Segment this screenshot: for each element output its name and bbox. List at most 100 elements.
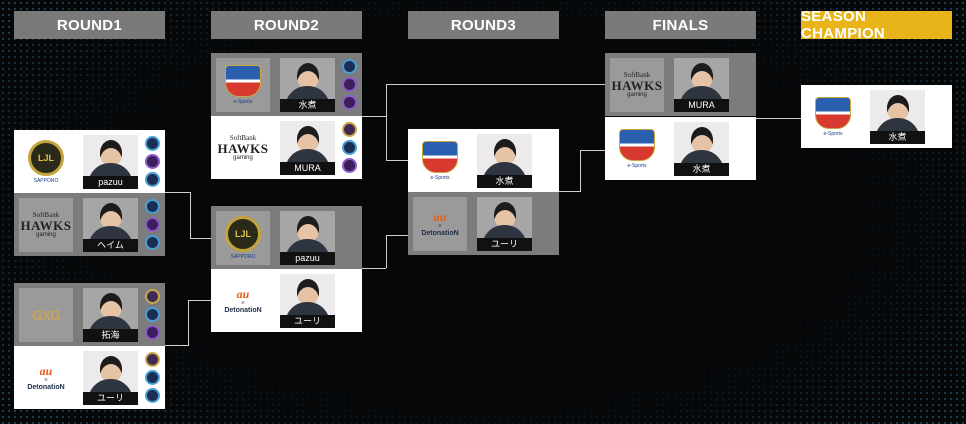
bracket-line (580, 150, 581, 192)
player-name: 水煮 (477, 174, 532, 188)
player-name: MURA (280, 161, 335, 175)
bracket-line (386, 160, 408, 161)
champion-icon (145, 307, 160, 322)
team-logo-yokohama: e-Sports (806, 89, 860, 144)
bracket-line (755, 118, 801, 119)
player-name: pazuu (83, 175, 138, 189)
match-card-round2-3[interactable]: LJL SAPPORO pazuu (211, 206, 362, 269)
bracket-line (386, 235, 387, 268)
team-logo-softbank-hawks: SoftBank HAWKS gaming (610, 57, 664, 112)
header-season-champion: SEASON CHAMPION (801, 8, 952, 42)
player-photo: ユーリ (83, 350, 138, 405)
team-logo-detonation: au × DetonatioN (216, 273, 270, 328)
team-logo-detonation: au × DetonatioN (413, 196, 467, 251)
team-logo-yokohama: e-Sports (216, 57, 270, 112)
match-card-round1-1[interactable]: LJL SAPPORO pazuu (14, 130, 165, 193)
champion-icon (145, 199, 160, 214)
player-head (887, 94, 909, 121)
champion-icon (145, 370, 160, 385)
header-round2: ROUND2 (211, 11, 362, 39)
match-card-round2-1[interactable]: e-Sports 水煮 (211, 53, 362, 116)
player-head (691, 126, 713, 153)
match-card-finals-1[interactable]: SoftBank HAWKS gaming MURA (605, 53, 756, 116)
team-logo-softbank-hawks: SoftBank HAWKS gaming (19, 197, 73, 252)
bracket-line (362, 116, 386, 117)
team-logo-ljl-sapporo: LJL SAPPORO (216, 210, 270, 265)
champion-icons (145, 136, 160, 187)
player-name: ユーリ (83, 391, 138, 405)
champion-icon (145, 352, 160, 367)
champion-icon (342, 122, 357, 137)
bracket-line (386, 84, 605, 85)
player-name: MURA (674, 98, 729, 112)
player-photo: ユーリ (280, 273, 335, 328)
team-logo-softbank-hawks: SoftBank HAWKS gaming (216, 120, 270, 175)
match-card-finals-2[interactable]: e-Sports 水煮 (605, 117, 756, 180)
match-card-round2-2[interactable]: SoftBank HAWKS gaming MURA (211, 116, 362, 179)
player-photo: pazuu (83, 134, 138, 189)
player-name: 水煮 (280, 98, 335, 112)
champion-icon (342, 95, 357, 110)
player-name: 水煮 (674, 162, 729, 176)
team-logo-ljl-sapporo: LJL SAPPORO (19, 134, 73, 189)
player-head (297, 125, 319, 152)
player-name: 水煮 (870, 130, 925, 144)
bracket-line (165, 345, 188, 346)
match-card-round3-2[interactable]: au × DetonatioN ユーリ (408, 192, 559, 255)
team-logo-detonation: au × DetonatioN (19, 350, 73, 405)
crest-icon (422, 140, 458, 173)
laurel-icon: LJL (28, 139, 64, 176)
player-head (494, 138, 516, 165)
player-name: ヘイム (83, 238, 138, 252)
bracket-line (386, 235, 408, 236)
champion-icon (342, 140, 357, 155)
bracket-line (558, 191, 580, 192)
match-card-round1-2[interactable]: SoftBank HAWKS gaming ヘイム (14, 193, 165, 256)
champion-icon (342, 158, 357, 173)
player-photo: 水煮 (280, 57, 335, 112)
bracket-line (362, 268, 386, 269)
champion-icon (145, 235, 160, 250)
match-card-round3-1[interactable]: e-Sports 水煮 (408, 129, 559, 192)
match-card-round2-4[interactable]: au × DetonatioN ユーリ (211, 269, 362, 332)
player-name: ユーリ (280, 314, 335, 328)
bracket-line (580, 150, 605, 151)
player-photo: 拓海 (83, 287, 138, 342)
champion-icons (342, 122, 357, 173)
champion-icons (342, 59, 357, 110)
player-head (494, 201, 516, 228)
champion-icon (145, 172, 160, 187)
champion-icon (342, 77, 357, 92)
team-logo-yokohama: e-Sports (610, 121, 664, 176)
player-head (297, 215, 319, 242)
champion-icon (145, 154, 160, 169)
champion-icon (342, 59, 357, 74)
bracket-line (188, 300, 211, 301)
team-logo-gxg: GXG (19, 287, 73, 342)
champion-icon (145, 325, 160, 340)
season-champion-card[interactable]: e-Sports 水煮 (801, 85, 952, 148)
player-name: pazuu (280, 251, 335, 265)
match-card-round1-4[interactable]: au × DetonatioN ユーリ (14, 346, 165, 409)
player-head (297, 278, 319, 305)
match-card-round1-3[interactable]: GXG 拓海 (14, 283, 165, 346)
player-photo: 水煮 (870, 89, 925, 144)
player-name: ユーリ (477, 237, 532, 251)
bracket-line (165, 192, 190, 193)
player-photo: 水煮 (477, 133, 532, 188)
champion-icons (145, 199, 160, 250)
player-head (691, 62, 713, 89)
champion-icons (145, 289, 160, 340)
crest-icon (619, 128, 655, 161)
player-photo: 水煮 (674, 121, 729, 176)
crest-icon (225, 64, 261, 97)
player-photo: ユーリ (477, 196, 532, 251)
champion-icon (145, 217, 160, 232)
bracket-line (190, 192, 191, 238)
player-head (100, 355, 122, 382)
crest-icon (815, 96, 851, 129)
player-head (297, 62, 319, 89)
champion-icons (145, 352, 160, 403)
player-photo: MURA (280, 120, 335, 175)
player-photo: MURA (674, 57, 729, 112)
